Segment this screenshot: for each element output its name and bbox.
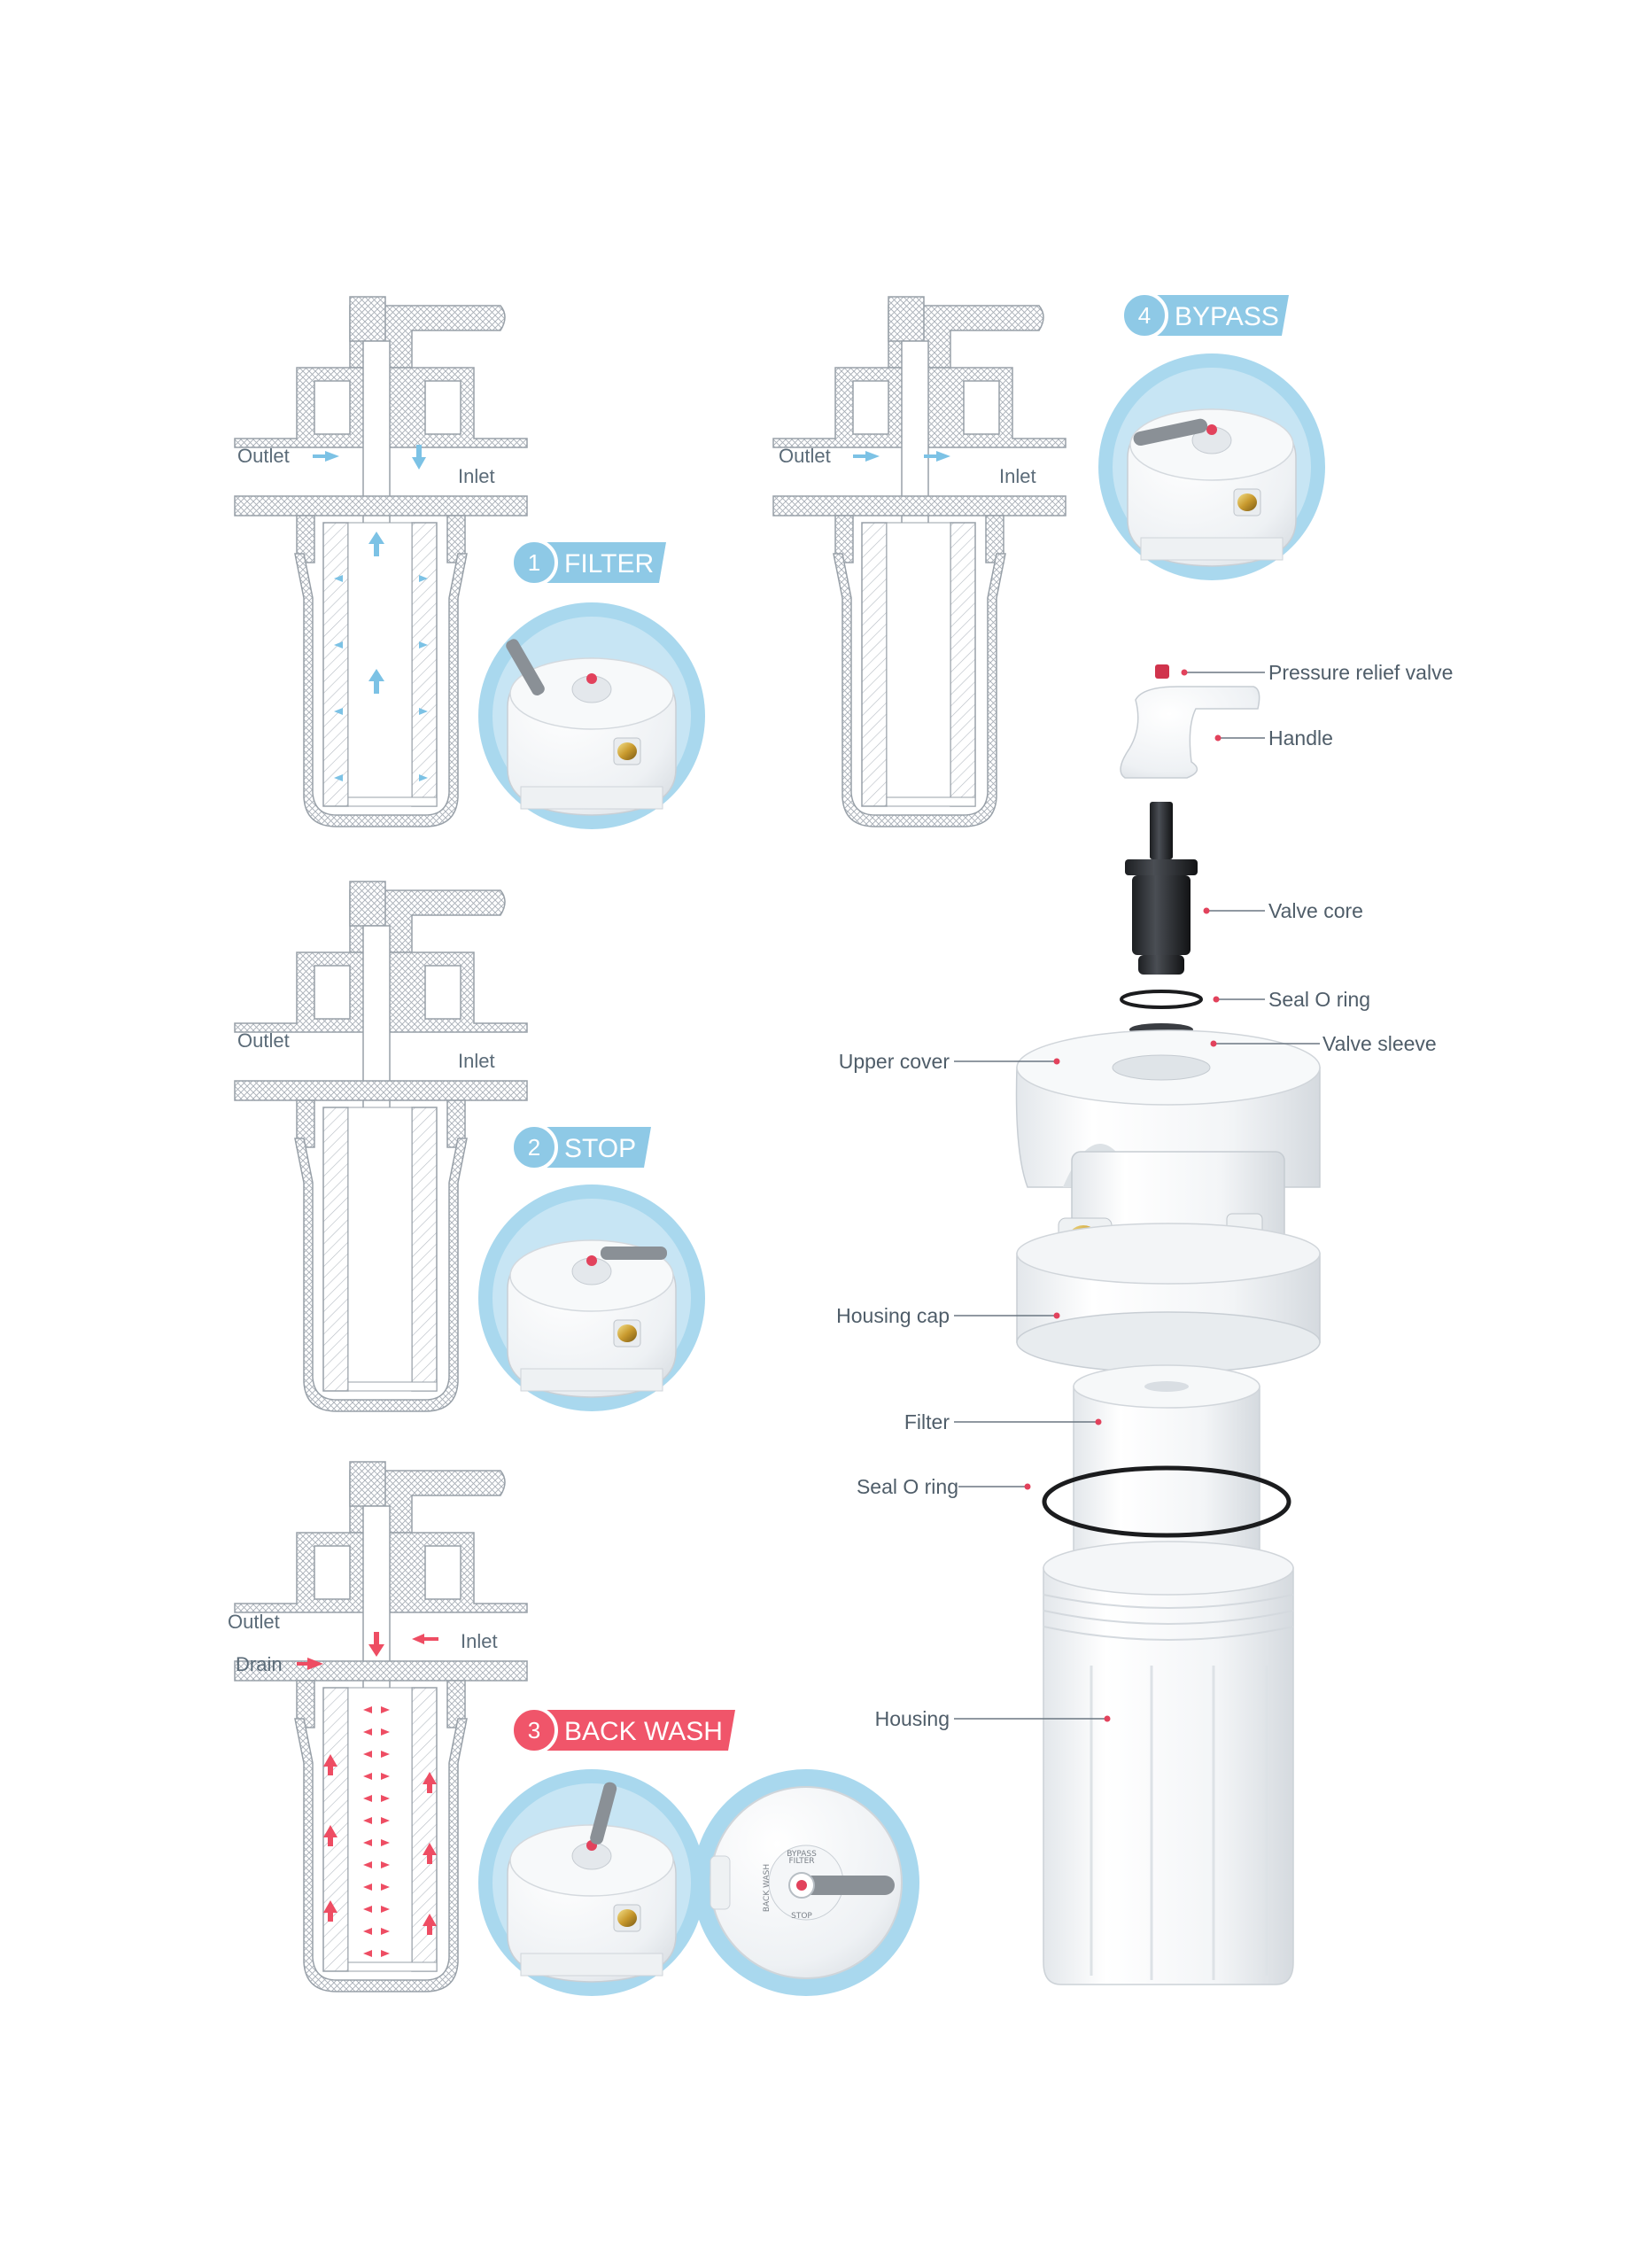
dial-stop-text: STOP	[791, 1912, 812, 1921]
filter-cross-section	[234, 296, 528, 827]
label-housing-cap: Housing cap	[836, 1304, 950, 1327]
label-housing: Housing	[875, 1707, 950, 1730]
backwash-inlet-label: Inlet	[461, 1630, 498, 1652]
filter-badge-number: 1	[528, 549, 540, 576]
bypass-badge-number: 4	[1138, 302, 1151, 329]
label-seal-o-ring-top: Seal O ring	[1268, 988, 1370, 1011]
filter-badge-label: FILTER	[564, 549, 654, 579]
label-handle: Handle	[1268, 726, 1333, 750]
handle-part	[1120, 686, 1260, 779]
pressure-relief-valve-part	[1155, 664, 1169, 679]
filter-knob-photo	[477, 602, 706, 830]
seal-o-ring-top-part	[1120, 990, 1203, 1009]
backwash-badge-number: 3	[528, 1717, 540, 1744]
dial-filter-text: FILTER	[788, 1857, 814, 1866]
bypass-inlet-label: Inlet	[999, 465, 1036, 487]
filter-inlet-label: Inlet	[458, 465, 495, 487]
bypass-badge-label: BYPASS	[1175, 302, 1279, 331]
stop-badge-number: 2	[528, 1134, 540, 1161]
bypass-knob-photo	[1097, 353, 1326, 581]
leader-lines	[954, 669, 1320, 1722]
stop-badge-label: STOP	[564, 1134, 636, 1163]
housing-part	[1043, 1541, 1294, 1985]
stop-badge: 2 STOP	[510, 1123, 651, 1171]
backwash-badge-label: BACK WASH	[564, 1717, 723, 1746]
stop-inlet-label: Inlet	[458, 1050, 495, 1072]
stop-knob-photo	[477, 1184, 706, 1412]
label-pressure-relief-valve: Pressure relief valve	[1268, 661, 1453, 684]
filter-badge: 1 FILTER	[510, 539, 666, 586]
backwash-badge: 3 BACK WASH	[510, 1706, 735, 1754]
backwash-cross-section	[234, 1461, 528, 1992]
stop-outlet-label: Outlet	[237, 1029, 290, 1052]
backwash-outlet-label: Outlet	[228, 1611, 280, 1633]
housing-cap-part	[1016, 1223, 1321, 1373]
exploded-view	[1015, 664, 1321, 1985]
label-filter: Filter	[904, 1410, 950, 1433]
stop-cross-section	[234, 881, 528, 1412]
bypass-outlet-label: Outlet	[779, 445, 831, 467]
label-seal-o-ring-bottom: Seal O ring	[857, 1475, 958, 1498]
backwash-knob-photo	[477, 1768, 706, 1997]
seal-o-ring-bottom-part	[1042, 1465, 1291, 1538]
label-upper-cover: Upper cover	[839, 1050, 950, 1073]
backwash-drain-label: Drain	[236, 1653, 283, 1675]
dial-bypass-text: BYPASS	[787, 1850, 817, 1859]
bypass-badge: 4 BYPASS	[1121, 291, 1289, 339]
label-valve-core: Valve core	[1268, 899, 1363, 922]
backwash-dial-topview: BYPASS FILTER STOP BACK WASH	[693, 1769, 919, 1996]
label-valve-sleeve: Valve sleeve	[1322, 1032, 1437, 1055]
valve-core-part	[1125, 802, 1198, 975]
filter-outlet-label: Outlet	[237, 445, 290, 467]
bypass-cross-section	[772, 296, 1066, 827]
dial-backwash-text: BACK WASH	[763, 1864, 772, 1912]
